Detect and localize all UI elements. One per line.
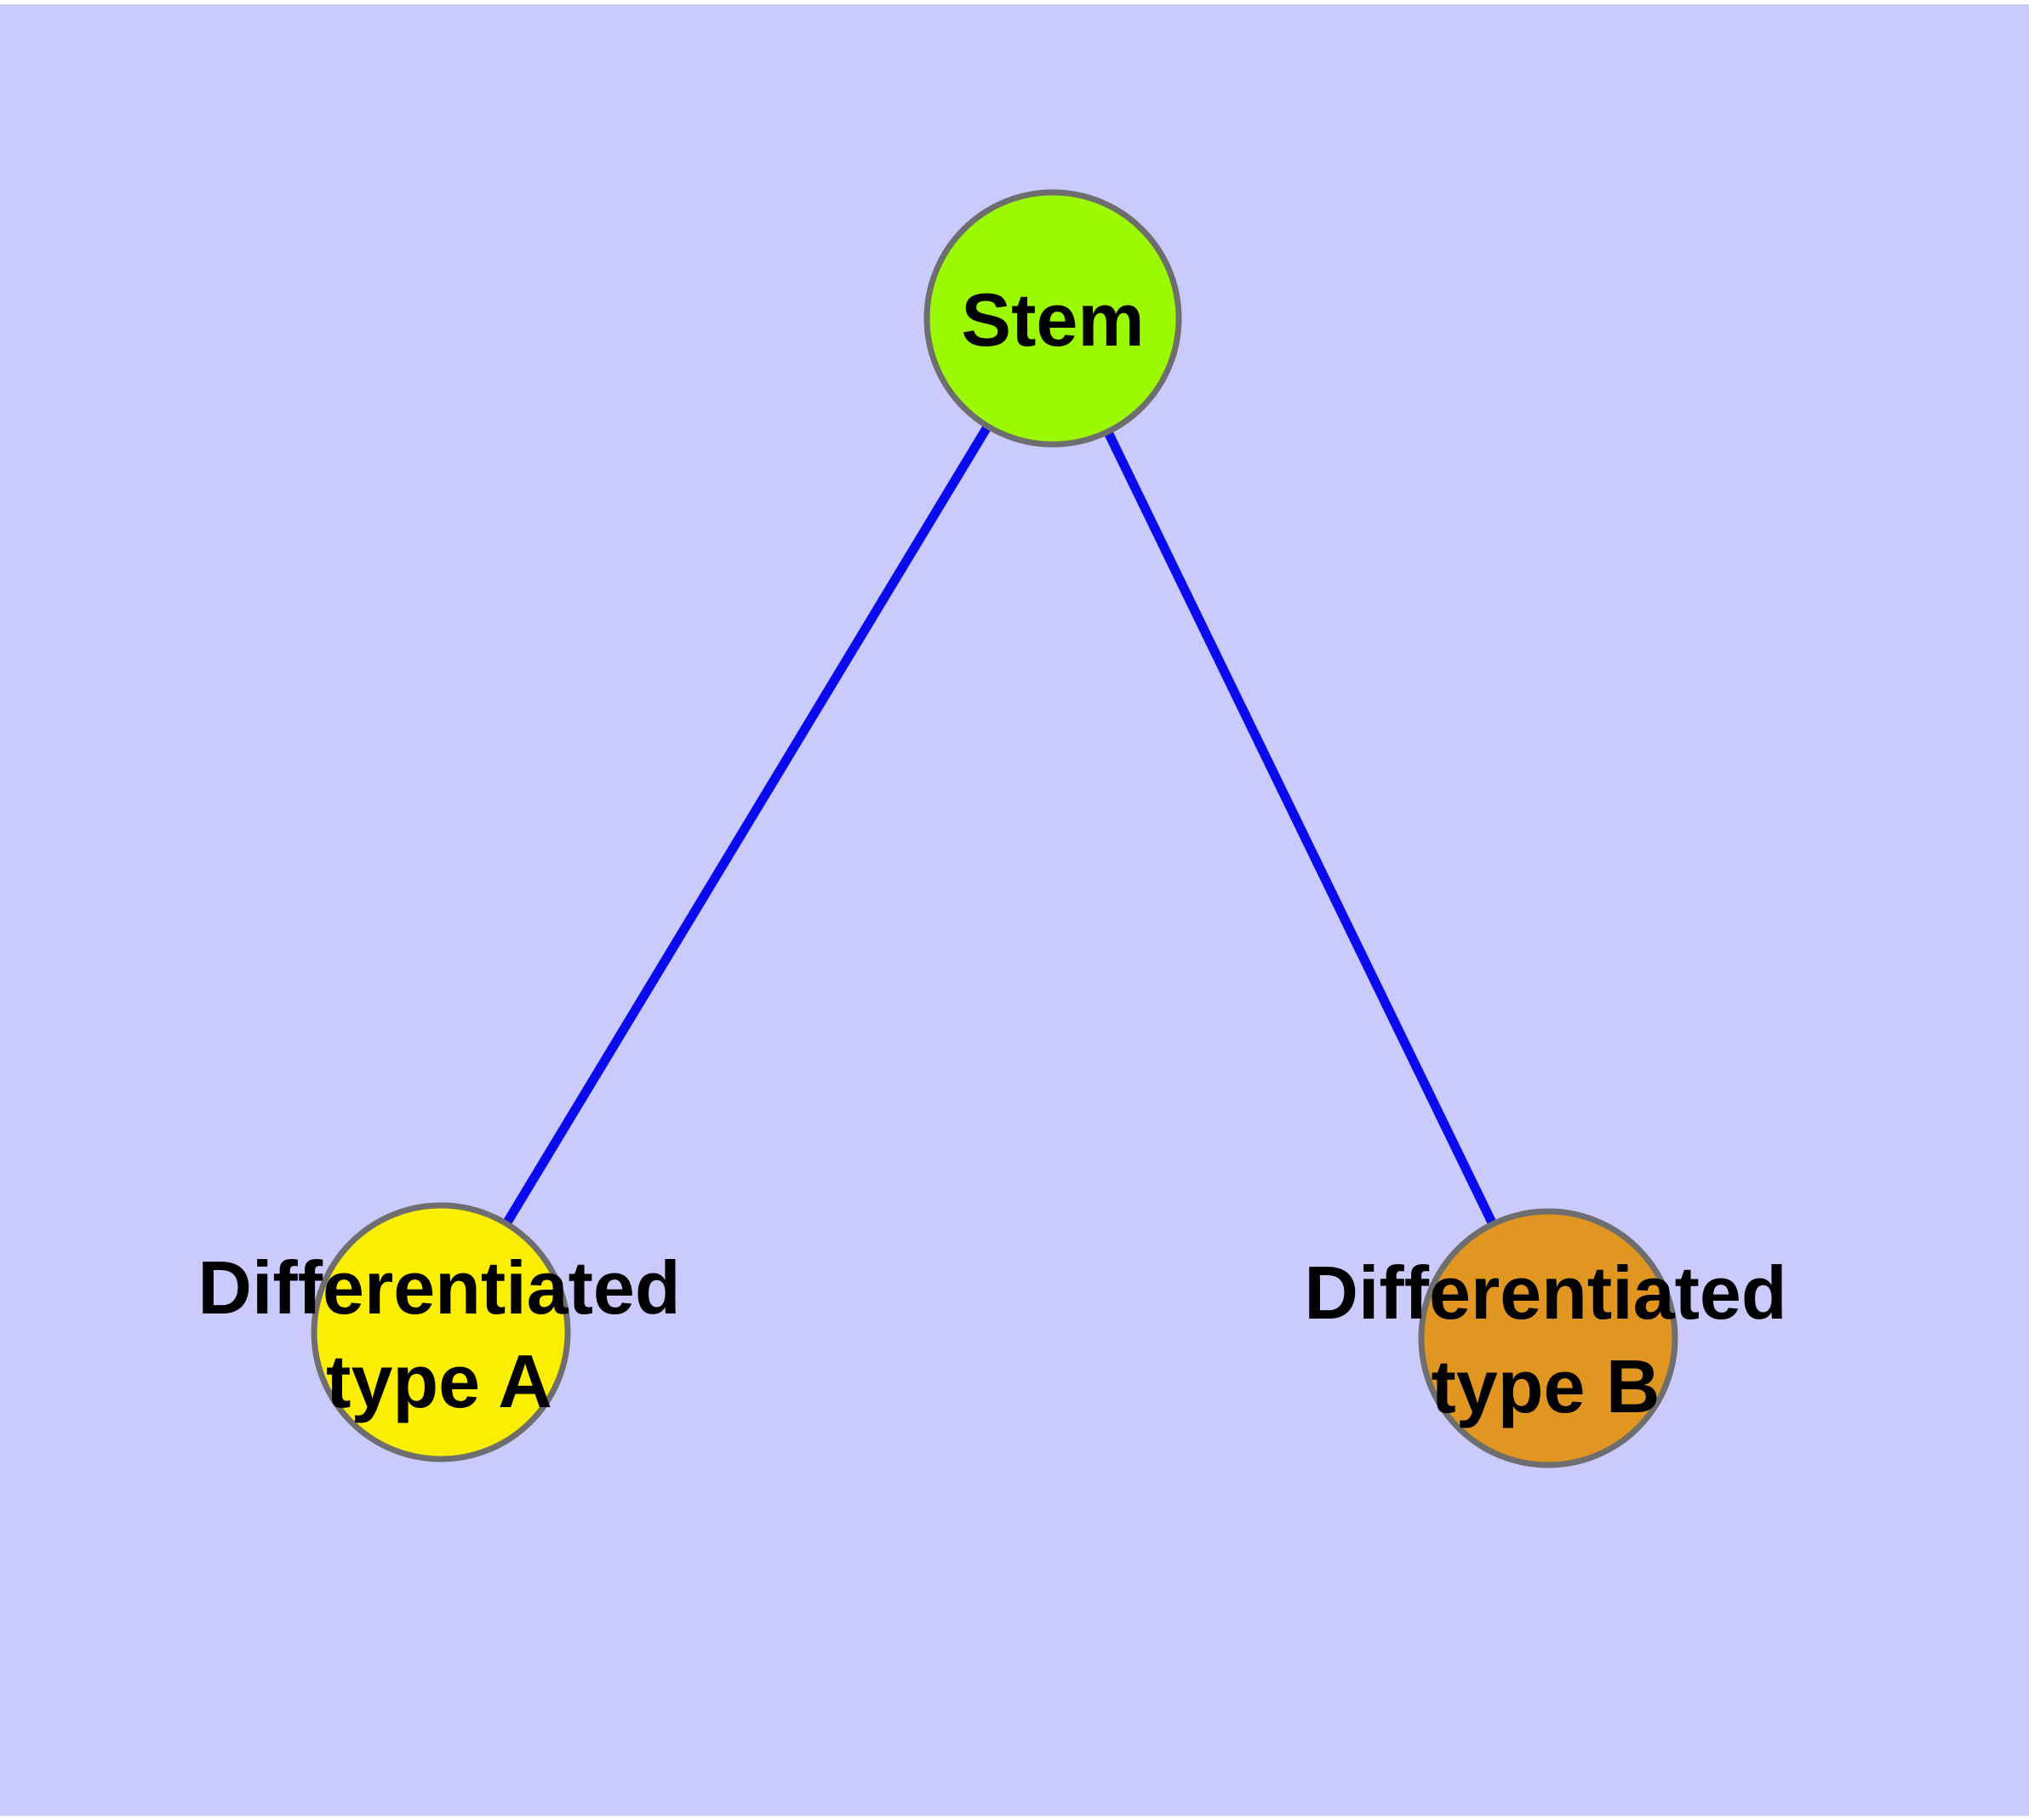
edge-stem-to-type-b: [1049, 316, 1552, 1341]
node-differentiated-type-b: [1418, 1208, 1678, 1468]
node-differentiated-type-a: [311, 1202, 571, 1462]
edge-stem-to-type-a: [437, 316, 1057, 1335]
node-stem: [923, 189, 1182, 448]
